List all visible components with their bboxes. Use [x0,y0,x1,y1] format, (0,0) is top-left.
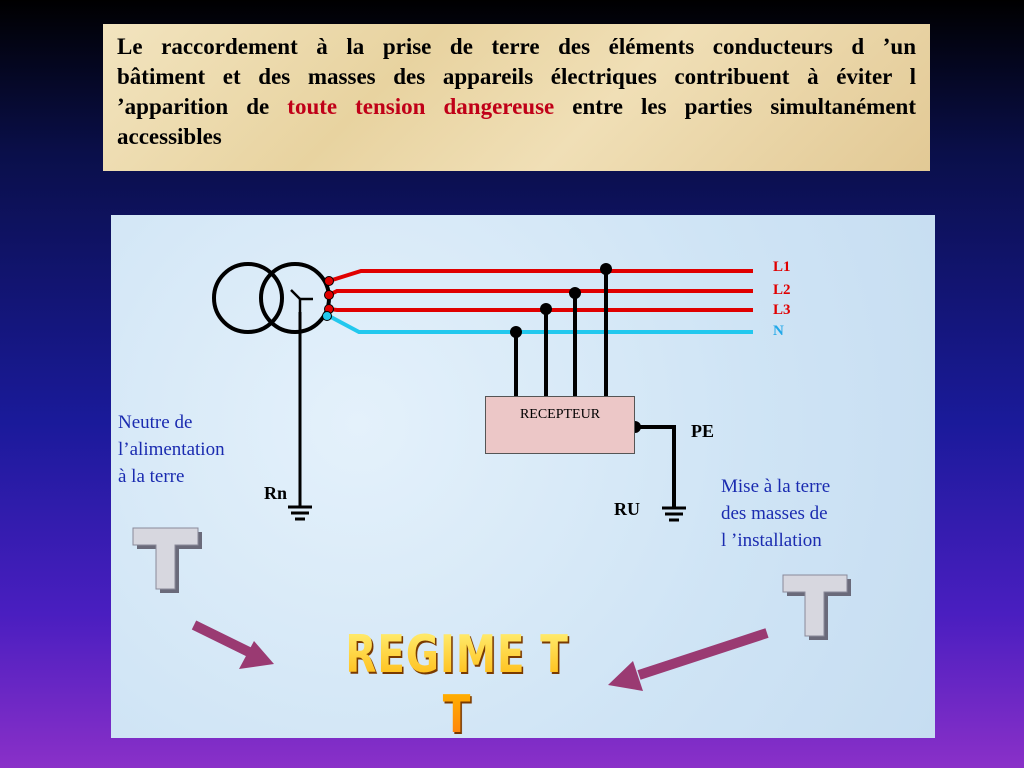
tap-dot-n [510,326,522,338]
arrow-right-icon [608,628,769,691]
terminal-l1 [324,276,334,286]
transformer-primary-coil [212,262,284,334]
header-statement: Le raccordement à la prise de terre des … [103,24,930,171]
neutre-note-line2: l’alimentation [118,439,225,460]
header-text-after: entre les parties simultanément accessib… [117,94,916,149]
label-l1: L1 [773,259,791,275]
line-l2 [328,289,753,297]
star-symbol [290,289,313,312]
neutre-note-line3: à la terre [118,466,185,487]
terminal-l2 [324,290,334,300]
diagram-panel: L1 L2 L3 N RECEPTEUR PE Rn RU Neutre de … [111,215,935,745]
recepteur-box: RECEPTEUR [485,396,635,454]
tt-schematic [132,262,851,691]
t-letter-left [132,527,202,593]
pe-label: PE [691,421,715,441]
regime-title: REGIME T T [340,625,574,745]
neutre-note-line1: Neutre de [118,412,193,433]
ru-earth-symbol [662,506,686,522]
masses-note-line2: des masses de [721,503,828,524]
transformer-secondary-coil [259,262,331,334]
arrow-left-icon [191,620,274,669]
tap-dot-l1 [600,263,612,275]
terminal-n [322,311,332,321]
masses-note-line3: l ’installation [721,530,822,551]
t-letter-right [782,574,851,640]
tap-dot-l3 [540,303,552,315]
neutre-note: Neutre de l’alimentation à la terre [118,409,225,490]
rn-label: Rn [264,483,288,503]
rn-earth-symbol [288,505,312,521]
label-l2: L2 [773,282,791,298]
ru-label: RU [614,499,640,519]
label-l3: L3 [773,302,791,318]
tap-dot-l2 [569,287,581,299]
line-l1 [328,269,753,283]
masses-note-line1: Mise à la terre [721,476,831,497]
header-text-before: Le raccordement à la prise de terre des … [117,34,916,119]
line-n [328,314,753,334]
label-n: N [773,323,784,339]
recepteur-label: RECEPTEUR [519,407,601,422]
header-highlight: toute tension dangereuse [287,94,555,119]
masses-note: Mise à la terre des masses de l ’install… [721,473,830,554]
pe-conductor [635,425,676,508]
